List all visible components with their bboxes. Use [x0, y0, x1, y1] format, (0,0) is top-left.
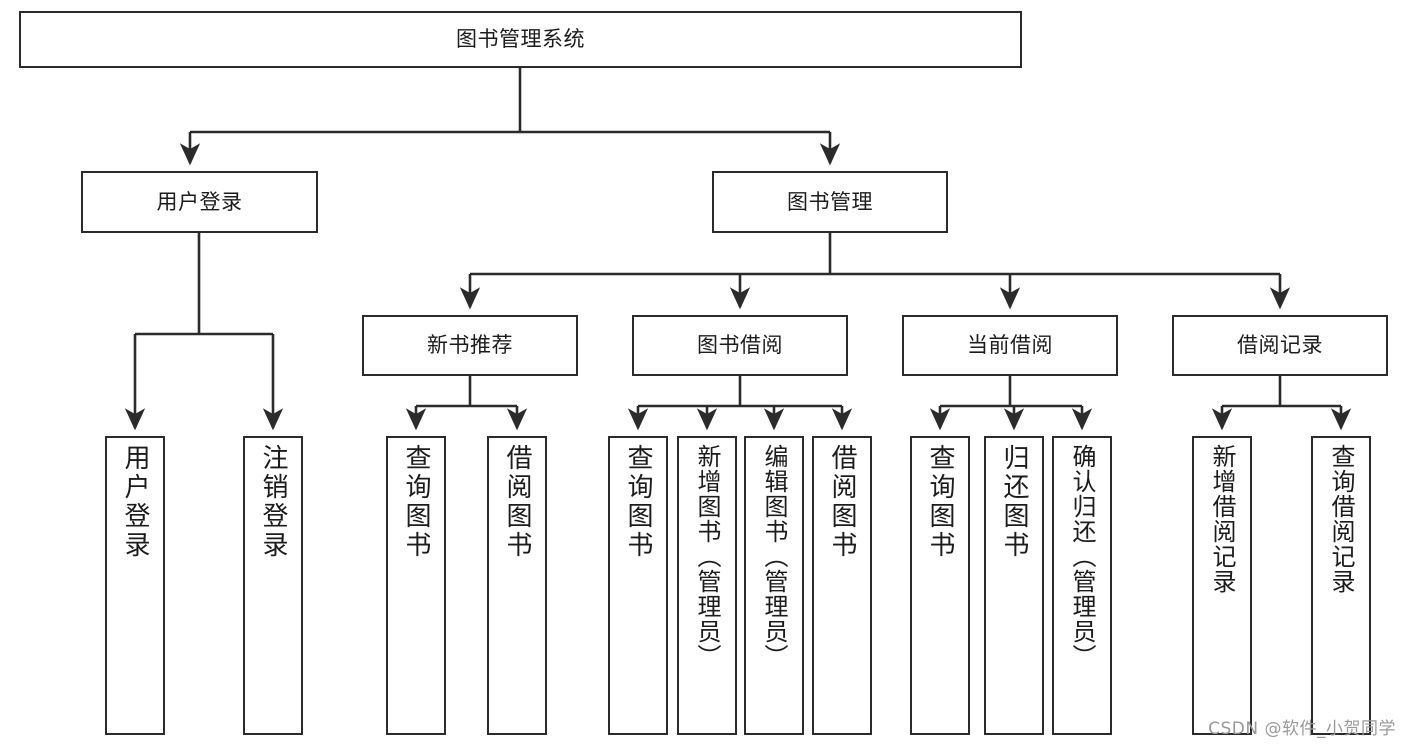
node-leaf-edit-book-label: 编辑图书（管理员） — [760, 444, 788, 669]
watermark: CSDN @软件_小贺同学 — [1208, 719, 1396, 739]
node-root[interactable]: 图书管理系统 — [19, 11, 1022, 68]
node-current-borrow-label: 当前借阅 — [967, 333, 1053, 358]
node-leaf-query-borrow-record-label: 查询借阅记录 — [1327, 444, 1355, 594]
node-leaf-add-borrow-record-label: 新增借阅记录 — [1208, 444, 1236, 594]
node-root-label: 图书管理系统 — [456, 27, 585, 52]
node-borrow-record[interactable]: 借阅记录 — [1172, 315, 1388, 376]
node-leaf-query-book-new-label: 查询图书 — [401, 444, 431, 560]
node-new-book-recommend[interactable]: 新书推荐 — [362, 315, 578, 376]
node-leaf-edit-book[interactable]: 编辑图书（管理员） — [744, 436, 804, 735]
node-leaf-query-book-current[interactable]: 查询图书 — [910, 436, 970, 735]
node-current-borrow[interactable]: 当前借阅 — [902, 315, 1118, 376]
node-leaf-confirm-return[interactable]: 确认归还（管理员） — [1052, 436, 1112, 735]
node-book-manage-label: 图书管理 — [787, 189, 873, 214]
node-leaf-user-login[interactable]: 用户登录 — [105, 436, 165, 735]
node-leaf-add-book-label: 新增图书（管理员） — [693, 444, 721, 669]
node-leaf-borrow-book-new-label: 借阅图书 — [502, 444, 532, 560]
node-leaf-user-logout-label: 注销登录 — [258, 444, 288, 560]
node-leaf-borrow-book-label: 借阅图书 — [827, 444, 857, 560]
node-leaf-add-borrow-record[interactable]: 新增借阅记录 — [1192, 436, 1252, 735]
node-leaf-return-book[interactable]: 归还图书 — [984, 436, 1044, 735]
node-leaf-confirm-return-label: 确认归还（管理员） — [1068, 444, 1096, 669]
node-leaf-query-book-new[interactable]: 查询图书 — [386, 436, 446, 735]
node-leaf-query-book-current-label: 查询图书 — [925, 444, 955, 560]
node-new-book-recommend-label: 新书推荐 — [427, 333, 513, 358]
node-book-borrow[interactable]: 图书借阅 — [632, 315, 848, 376]
node-leaf-borrow-book[interactable]: 借阅图书 — [812, 436, 872, 735]
node-leaf-return-book-label: 归还图书 — [999, 444, 1029, 560]
node-leaf-borrow-book-new[interactable]: 借阅图书 — [487, 436, 547, 735]
node-book-manage[interactable]: 图书管理 — [712, 171, 948, 233]
node-borrow-record-label: 借阅记录 — [1237, 333, 1323, 358]
node-leaf-user-logout[interactable]: 注销登录 — [243, 436, 303, 735]
node-leaf-query-book-borrow-label: 查询图书 — [623, 444, 653, 560]
node-user-login[interactable]: 用户登录 — [81, 171, 318, 233]
node-leaf-user-login-label: 用户登录 — [120, 444, 150, 560]
node-book-borrow-label: 图书借阅 — [697, 333, 783, 358]
node-leaf-query-borrow-record[interactable]: 查询借阅记录 — [1311, 436, 1371, 735]
node-leaf-add-book[interactable]: 新增图书（管理员） — [677, 436, 737, 735]
node-leaf-query-book-borrow[interactable]: 查询图书 — [608, 436, 668, 735]
node-user-login-label: 用户登录 — [156, 189, 243, 214]
